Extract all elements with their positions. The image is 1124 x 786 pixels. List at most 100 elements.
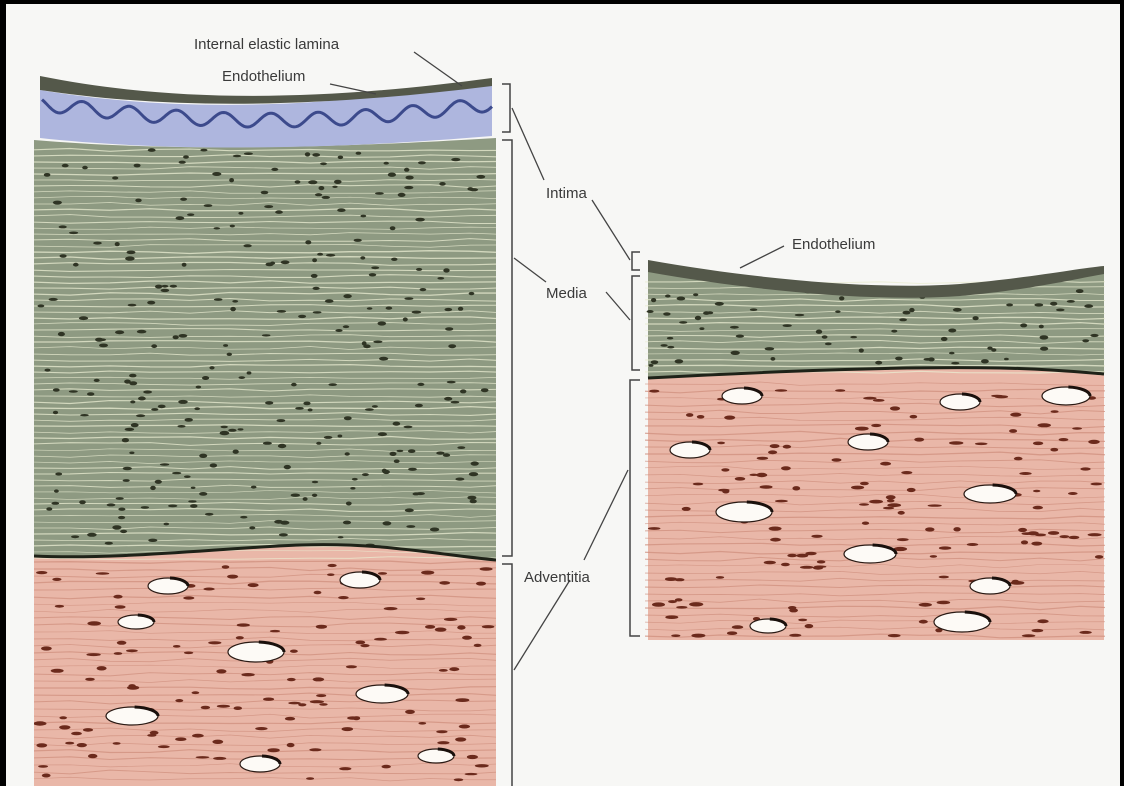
adventitia-cell xyxy=(158,745,170,748)
adventitia-cell xyxy=(395,631,409,634)
media-nucleus xyxy=(313,287,320,290)
media-nucleus xyxy=(408,468,417,471)
media-nucleus xyxy=(783,324,792,327)
media-nucleus xyxy=(415,218,424,222)
adventitia-cell xyxy=(71,732,82,736)
media-nucleus xyxy=(312,481,318,484)
media-nucleus xyxy=(141,506,149,509)
media-nucleus xyxy=(45,369,51,372)
adventitia-cell xyxy=(1072,427,1082,430)
media-nucleus xyxy=(909,308,914,312)
adventitia-cell xyxy=(835,389,845,391)
media-nucleus xyxy=(1040,347,1048,351)
adventitia-cell xyxy=(184,652,193,655)
media-nucleus xyxy=(383,521,392,525)
media-nucleus xyxy=(406,176,414,180)
adventitia-cell xyxy=(649,390,659,393)
media-nucleus xyxy=(460,389,466,393)
adventitia-cell xyxy=(192,734,204,738)
adventitia-cell xyxy=(724,416,735,420)
adventitia-cell xyxy=(208,641,221,644)
media-nucleus xyxy=(312,153,320,157)
media-nucleus xyxy=(94,379,100,382)
media-nucleus xyxy=(951,362,959,365)
adventitia-cell xyxy=(1033,490,1040,493)
media-nucleus xyxy=(82,166,88,170)
adventitia-cell xyxy=(949,441,963,444)
media-nucleus xyxy=(188,500,196,502)
media-nucleus xyxy=(116,497,124,500)
media-nucleus xyxy=(765,347,775,350)
media-nucleus xyxy=(249,526,255,529)
media-nucleus xyxy=(58,332,65,336)
adventitia-cell xyxy=(770,538,781,542)
adventitia-cell xyxy=(851,486,864,490)
adventitia-cell xyxy=(817,560,826,563)
adventitia-cell xyxy=(467,755,478,759)
label-adventitia: Adventitia xyxy=(524,569,591,586)
adventitia-cell xyxy=(1088,533,1102,536)
media-nucleus xyxy=(369,273,376,276)
adventitia-cell xyxy=(883,507,894,510)
media-nucleus xyxy=(212,172,221,176)
media-nucleus xyxy=(334,180,342,184)
adventitia-cell xyxy=(285,717,295,721)
adventitia-cell xyxy=(718,489,730,492)
media-nucleus xyxy=(317,253,323,256)
adventitia-cell xyxy=(1050,448,1058,452)
adventitia-cell xyxy=(347,716,358,719)
adventitia-cell xyxy=(760,485,773,488)
media-nucleus xyxy=(130,400,135,403)
media-nucleus xyxy=(667,346,674,349)
media-nucleus xyxy=(948,329,956,333)
adventitia-cell xyxy=(805,552,816,555)
media-nucleus xyxy=(343,294,351,298)
adventitia-cell xyxy=(792,486,800,490)
adventitia-cell xyxy=(665,615,678,619)
media-nucleus xyxy=(394,459,400,463)
media-nucleus xyxy=(115,330,124,334)
adventitia-cell xyxy=(115,605,126,608)
media-nucleus xyxy=(261,191,269,194)
media-nucleus xyxy=(406,525,415,528)
media-nucleus xyxy=(420,288,427,291)
media-nucleus xyxy=(220,431,230,435)
adventitia-cell xyxy=(764,561,776,565)
adventitia-cell xyxy=(465,773,478,775)
adventitia-cell xyxy=(953,527,960,531)
media-nucleus xyxy=(115,242,120,246)
adventitia-cell xyxy=(212,740,223,744)
label-intima: Intima xyxy=(546,185,588,202)
media-nucleus xyxy=(343,325,349,328)
adventitia-cell xyxy=(1037,423,1051,427)
media-nucleus xyxy=(436,451,444,454)
media-nucleus xyxy=(1090,334,1098,337)
adventitia-cell xyxy=(768,450,777,454)
media-nucleus xyxy=(99,344,108,348)
media-nucleus xyxy=(326,254,335,257)
adventitia-cell xyxy=(237,623,250,626)
right-artery-wall xyxy=(640,260,1120,640)
media-nucleus xyxy=(38,304,45,307)
adventitia-cell xyxy=(175,737,186,741)
media-nucleus xyxy=(325,299,334,303)
adventitia-cell xyxy=(263,698,274,701)
adventitia-cell xyxy=(203,588,214,591)
media-nucleus xyxy=(1004,358,1009,361)
media-nucleus xyxy=(295,407,304,410)
media-nucleus xyxy=(49,298,58,301)
media-nucleus xyxy=(391,258,397,261)
media-nucleus xyxy=(120,530,127,533)
media-nucleus xyxy=(390,452,397,456)
adventitia-cell xyxy=(255,727,267,730)
media-nucleus xyxy=(1067,300,1075,303)
media-nucleus xyxy=(205,513,214,516)
media-nucleus xyxy=(191,487,196,489)
media-nucleus xyxy=(155,480,162,484)
media-nucleus xyxy=(707,311,714,314)
media-nucleus xyxy=(274,520,283,524)
media-nucleus xyxy=(476,175,485,179)
media-nucleus xyxy=(343,521,351,525)
media-nucleus xyxy=(378,432,387,436)
media-nucleus xyxy=(850,336,857,338)
